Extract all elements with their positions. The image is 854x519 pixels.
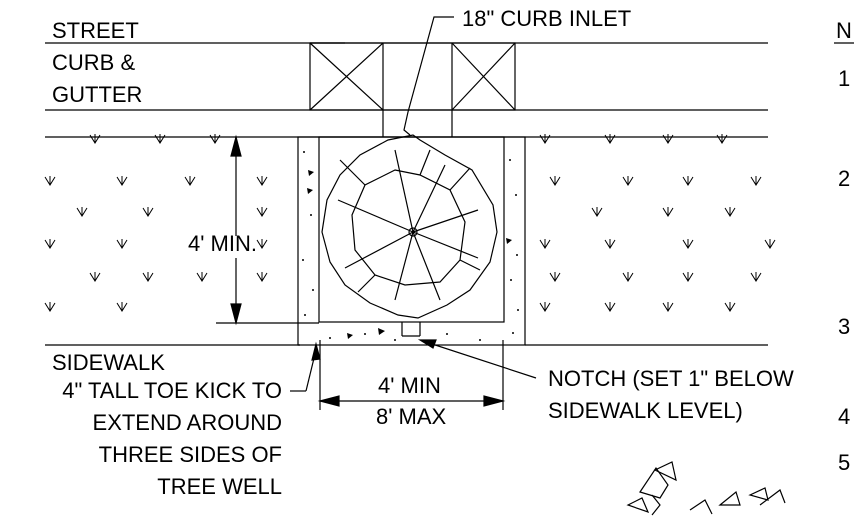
street-label: STREET [52,18,139,43]
hatch-mark [716,134,728,144]
hatch-mark [44,176,56,186]
width-max-label: 8' MAX [376,404,447,429]
notch-label-line2: SIDEWALK LEVEL) [548,398,743,423]
toe-kick-leader [290,341,321,392]
concrete-stipple [302,151,519,341]
note-number-2: 2 [838,166,850,191]
hatch-mark [682,176,694,186]
hatch-mark [724,207,736,217]
hatch-mark [154,134,166,144]
hatch-mark [682,272,694,282]
width-min-label: 4' MIN [378,373,441,398]
hatch-mark [539,239,551,249]
note-number-1: 1 [838,66,850,91]
hatch-mark [44,239,56,249]
hatch-mark [539,134,551,144]
curb-label-line2: GUTTER [52,82,142,107]
hatch-mark [604,302,616,312]
hatch-mark [591,207,603,217]
hatch-mark [89,272,101,282]
depth-dimension [216,134,319,326]
hatch-mark [256,272,268,282]
hatch-mark [116,302,128,312]
shrub-sketch [626,461,786,516]
hatch-mark [256,176,268,186]
hatch-mark [44,302,56,312]
hatch-mark [549,272,561,282]
sidewalk-hatch-marks [44,134,776,312]
note-number-4: 4 [838,404,850,429]
hatch-mark [764,239,776,249]
hatch-mark [750,176,762,186]
hatch-mark [539,302,551,312]
hatch-mark [750,272,762,282]
hatch-mark [142,272,154,282]
sidewalk-label: SIDEWALK [52,350,165,375]
hatch-mark [622,176,634,186]
note-number-3: 3 [838,314,850,339]
hatch-mark [196,272,208,282]
notes-header: N [836,18,852,43]
hatch-mark [662,134,674,144]
hatch-mark [662,302,674,312]
toe-kick-label-line2: EXTEND AROUND [93,410,282,435]
hatch-mark [116,239,128,249]
toe-kick-label-line3: THREE SIDES OF [99,442,282,467]
hatch-mark [604,239,616,249]
toe-kick-label-line4: TREE WELL [157,474,282,499]
curb-inlet-symbol [309,42,516,137]
hatch-mark [549,176,561,186]
curb-inlet-label: 18" CURB INLET [462,6,631,31]
hatch-mark [604,134,616,144]
hatch-mark [116,176,128,186]
hatch-mark [89,134,101,144]
curb-label-line1: CURB & [52,50,135,75]
notch-label-line1: NOTCH (SET 1" BELOW [548,366,794,391]
hatch-mark [662,207,674,217]
hatch-mark [256,239,268,249]
tree-grate-symbol [321,134,498,319]
hatch-mark [622,272,634,282]
note-number-5: 5 [838,450,850,475]
hatch-mark [142,207,154,217]
curb-inlet-leader [403,16,454,136]
hatch-mark [184,176,196,186]
notch-symbol [401,322,421,337]
toe-kick-label-line1: 4" TALL TOE KICK TO [62,378,282,403]
hatch-mark [256,207,268,217]
hatch-mark [76,207,88,217]
min-depth-label: 4' MIN. [188,231,257,256]
tree-well-walls [297,136,526,346]
hatch-mark [724,302,736,312]
hatch-mark [209,134,221,144]
notch-leader [417,339,537,379]
width-dimension [317,340,506,410]
hatch-mark [682,239,694,249]
